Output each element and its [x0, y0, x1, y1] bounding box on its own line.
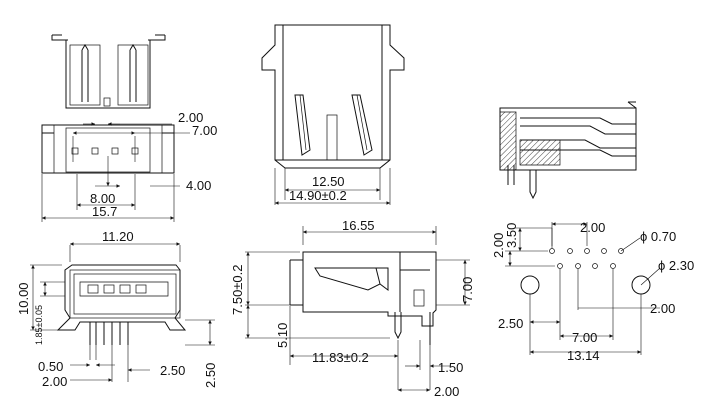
- dim-1-50: 1.50: [438, 360, 463, 375]
- dim-2-00: 2.00: [434, 384, 459, 399]
- fp-dim-phi-070: ϕ 0.70: [640, 229, 676, 244]
- dim-15-7: 15.7: [92, 204, 117, 219]
- dim-8-00: 8.00: [90, 191, 115, 206]
- dim-7-00: 7.00: [460, 277, 475, 302]
- dim-7-50: 7.50±0.2: [230, 264, 245, 315]
- top-view: 2.00 7.00 4.00 8.00 15.7: [41, 34, 217, 222]
- dim-10-00: 10.00: [16, 282, 31, 315]
- fp-dim-3-50: 3.50: [504, 223, 519, 248]
- dim-14-90: 14.90±0.2: [289, 188, 347, 203]
- fp-dim-2-00-a: 2.00: [491, 233, 506, 258]
- dim-11-83: 11.83±0.2: [312, 350, 369, 365]
- front-top-view: 12.50 14.90±0.2: [261, 24, 405, 205]
- dim-16-55: 16.55: [342, 218, 375, 233]
- dim-4-00: 4.00: [186, 178, 211, 193]
- dim-1-85: 1.85±0.05: [34, 305, 44, 345]
- fp-dim-2-50: 2.50: [498, 316, 523, 331]
- fp-dim-2-00-c: 2.00: [650, 301, 675, 316]
- dim-5-10: 5.10: [275, 323, 290, 348]
- footprint-view: 2.00 3.50 2.00 ϕ 0.70 ϕ 2.30 2.00 2.50 7…: [491, 220, 694, 363]
- dim-0-50: 0.50: [38, 359, 63, 374]
- fp-dim-2-00-b: 2.00: [580, 220, 605, 235]
- fp-dim-phi-230: ϕ 2.30: [658, 258, 694, 273]
- dim-2-00: 2.00: [42, 374, 67, 389]
- dim-2-50: 2.50: [160, 363, 185, 378]
- dim-2-50-vertical: 2.50: [203, 363, 218, 388]
- side-view: 16.55 7.50±0.2 5.10 11.83±0.2 7.00 1.50 …: [230, 218, 475, 399]
- dim-2-00: 2.00: [178, 110, 203, 125]
- dim-12-50: 12.50: [312, 174, 345, 189]
- dim-11-20: 11.20: [102, 229, 134, 244]
- side-profile-view: [499, 101, 637, 200]
- fp-dim-7-00: 7.00: [572, 330, 597, 345]
- dim-7-00: 7.00: [192, 123, 217, 138]
- fp-dim-13-14: 13.14: [567, 348, 600, 363]
- front-view: 11.20 10.00 1.85±0.05 0.50 2.00 2.50 2.5…: [16, 229, 218, 389]
